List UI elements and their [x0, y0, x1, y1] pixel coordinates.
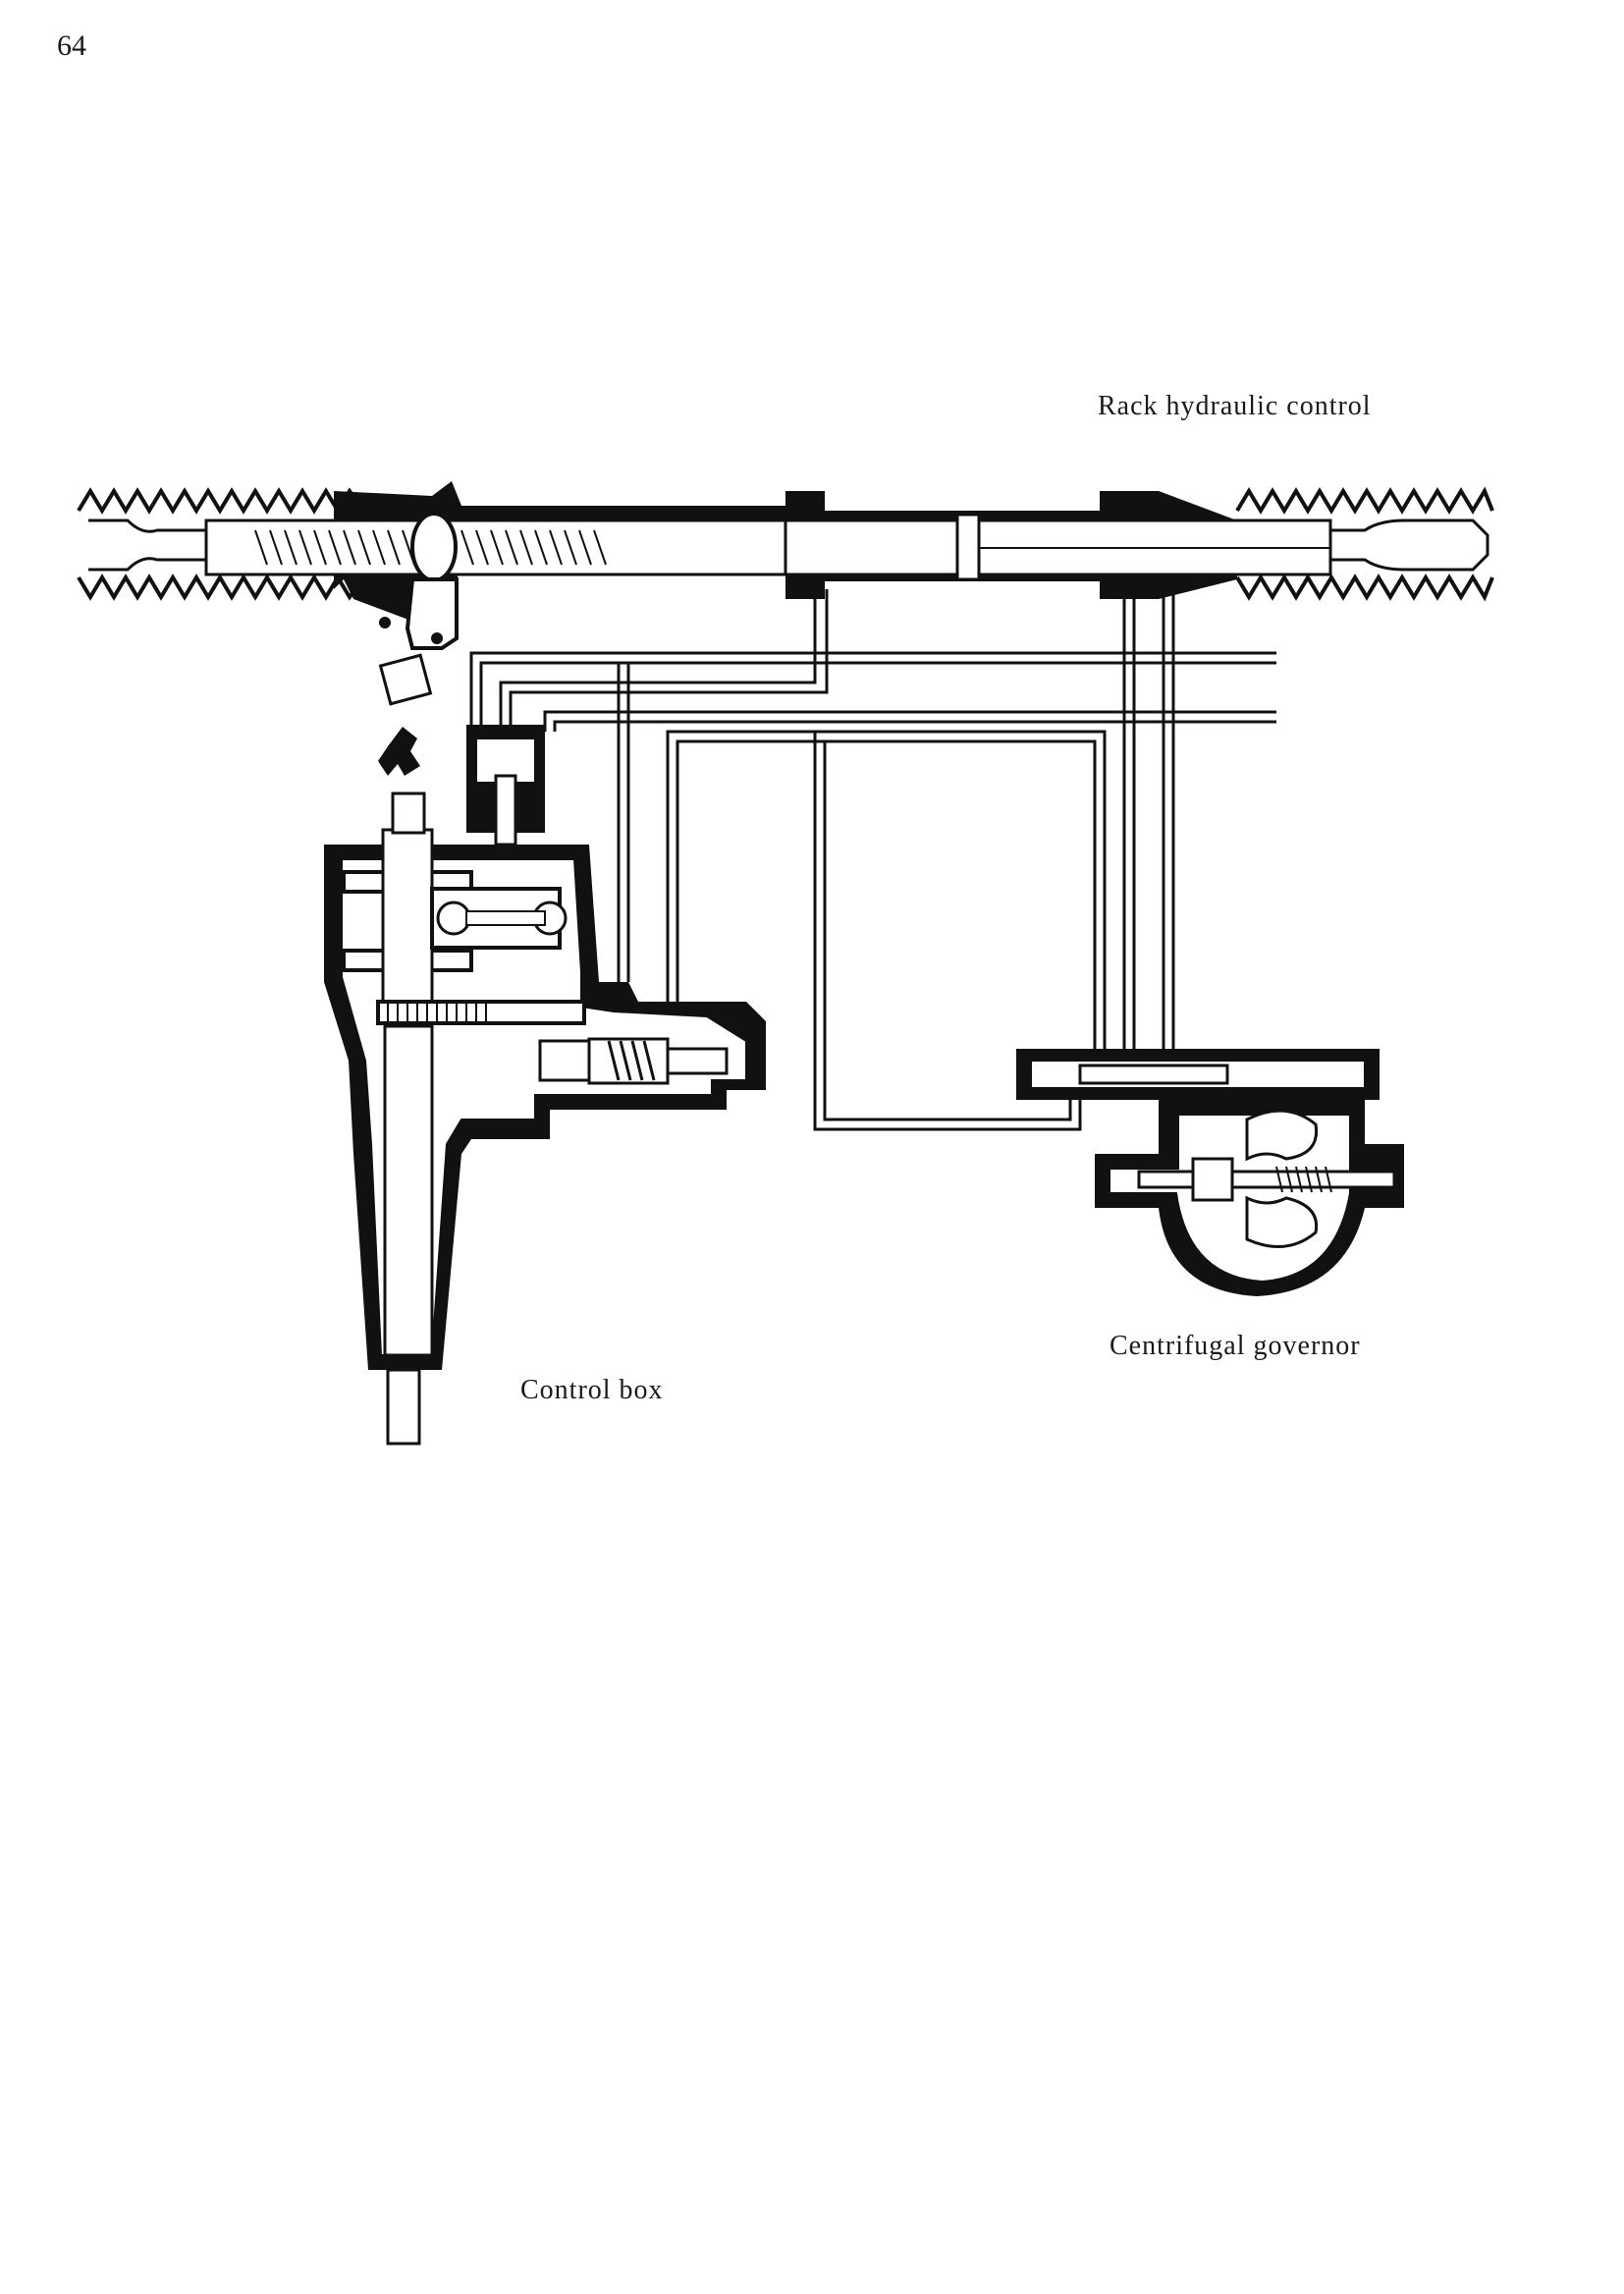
pipe-7 [666, 730, 1107, 1051]
governor-spool [1078, 1064, 1229, 1085]
governor-shaft [1137, 1170, 1396, 1189]
pipe-8 [676, 739, 1097, 1051]
output-spline [386, 1368, 421, 1446]
output-shaft [383, 1024, 434, 1357]
pipe-3 [499, 589, 817, 727]
input-shaft [381, 828, 434, 1009]
right-bellows-top [1235, 486, 1494, 515]
pipe-6 [553, 720, 1276, 732]
flyweight-top [1245, 1109, 1319, 1162]
pipe-4 [509, 589, 829, 727]
label-centrifugal-governor: Centrifugal governor [1110, 1331, 1361, 1361]
detached-gear-fragment [378, 727, 420, 776]
page-number: 64 [57, 29, 86, 62]
gear-chamber [341, 858, 747, 1356]
lower-gear-teeth [387, 1002, 487, 1023]
rack-assembly [77, 481, 1494, 706]
governor-sleeve [1191, 1157, 1234, 1202]
valve-spool [494, 774, 517, 847]
pinion-shaft [405, 577, 459, 650]
right-tie-rod-end [1330, 519, 1489, 572]
plunger [538, 1039, 591, 1082]
rack-teeth [254, 529, 607, 566]
centrifugal-governor [1016, 1049, 1404, 1296]
pinion-spline [378, 653, 433, 706]
left-bellows-top [77, 487, 365, 515]
pipe-2 [479, 661, 1276, 727]
flyweight-bottom [1245, 1195, 1319, 1249]
left-bellows-bottom [77, 574, 365, 601]
label-control-box: Control box [520, 1375, 664, 1405]
control-piston [666, 1047, 729, 1075]
pinion-bolt-2 [431, 632, 443, 644]
label-rack-hydraulic-control: Rack hydraulic control [1098, 391, 1372, 421]
piston [955, 513, 981, 581]
pinion-bolt-1 [379, 617, 391, 628]
lower-gear [376, 1000, 586, 1025]
control-spring [607, 1040, 656, 1081]
hydraulic-pipes [469, 589, 1276, 1131]
control-box [324, 725, 766, 1446]
pinion-gear [410, 512, 458, 582]
governor-spring [1275, 1166, 1332, 1193]
pipe-1 [469, 651, 1276, 727]
right-bellows-bottom [1235, 574, 1494, 602]
differential-gear-left [436, 901, 471, 936]
left-bellows-end [88, 519, 208, 572]
input-shaft-spline [391, 792, 426, 835]
differential-pin [465, 910, 546, 926]
